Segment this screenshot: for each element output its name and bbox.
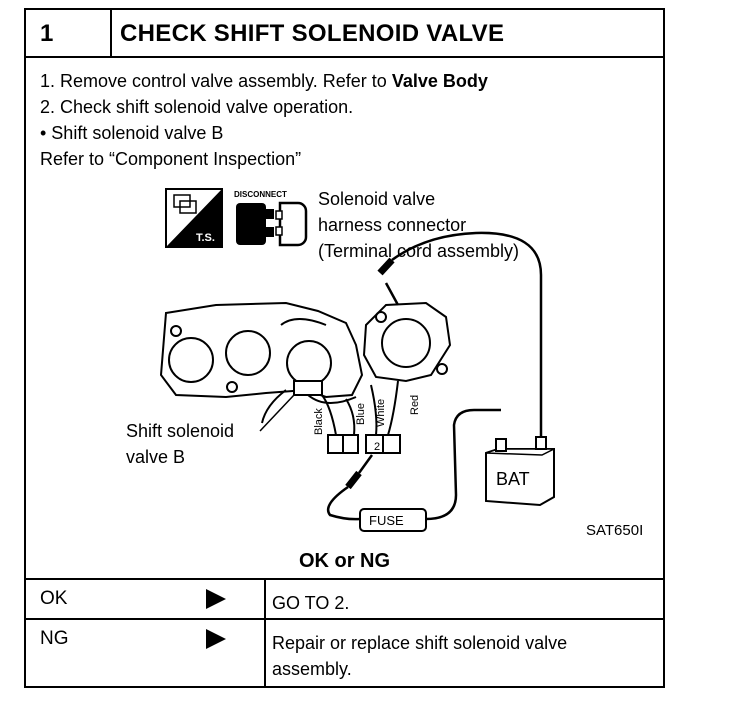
svg-text:T.S.: T.S. bbox=[196, 232, 215, 244]
svg-text:FUSE: FUSE bbox=[369, 513, 404, 528]
column-divider bbox=[264, 620, 266, 688]
instruction-4: Refer to “Component Inspection” bbox=[40, 149, 302, 169]
harness-connector bbox=[321, 380, 401, 454]
wire-label-white: White bbox=[375, 399, 387, 427]
result-row-ng: NG Repair or replace shift solenoid valv… bbox=[26, 620, 663, 688]
instruction-2: 2. Check shift solenoid valve operation. bbox=[40, 97, 354, 117]
wire-label-red: Red bbox=[409, 395, 421, 415]
arrow-right-icon bbox=[206, 629, 226, 649]
step-number: 1 bbox=[26, 10, 112, 56]
column-divider bbox=[264, 580, 266, 618]
valve-leader-line bbox=[259, 394, 295, 432]
test-leads bbox=[326, 231, 543, 521]
svg-text:BAT: BAT bbox=[496, 469, 530, 489]
svg-text:DISCONNECT: DISCONNECT bbox=[234, 190, 287, 199]
terminal-number: 2 bbox=[374, 441, 380, 453]
result-question: OK or NG bbox=[298, 550, 391, 572]
result-label-ng: NG bbox=[40, 628, 69, 649]
result-table: OK GO TO 2. NG Repair or replace shift s… bbox=[26, 578, 663, 688]
procedure-frame: 1 CHECK SHIFT SOLENOID VALVE 1. Remove c… bbox=[24, 8, 665, 688]
step-title: CHECK SHIFT SOLENOID VALVE bbox=[120, 20, 505, 47]
arrow-right-icon bbox=[206, 589, 226, 609]
valve-label-1: Shift solenoid bbox=[126, 421, 234, 441]
valve-body-plate bbox=[159, 301, 452, 399]
result-action-ng: Repair or replace shift solenoid valve a… bbox=[272, 633, 568, 679]
fuse-icon: FUSE bbox=[359, 508, 427, 532]
step-header: 1 CHECK SHIFT SOLENOID VALVE bbox=[26, 10, 663, 58]
wire-label-black: Black bbox=[313, 408, 325, 435]
connector-caption-3: (Terminal cord assembly) bbox=[318, 241, 519, 261]
instruction-3: • Shift solenoid valve B bbox=[40, 123, 224, 143]
figure-code: SAT650I bbox=[586, 522, 643, 539]
connector-caption-1: Solenoid valve bbox=[318, 189, 435, 209]
valve-label-2: valve B bbox=[126, 447, 185, 467]
result-row-ok: OK GO TO 2. bbox=[26, 580, 663, 620]
valve-body-ref: Valve Body bbox=[391, 71, 488, 91]
result-label-ok: OK bbox=[40, 588, 68, 609]
solenoid-test-diagram: T.S. DISCONNECT Solenoid valve harness c… bbox=[126, 188, 643, 539]
battery-icon: BAT bbox=[485, 436, 555, 507]
instruction-1: 1. Remove control valve assembly. Refer … bbox=[40, 71, 488, 91]
disconnect-connector-icon: DISCONNECT bbox=[234, 190, 308, 247]
result-action-ok: GO TO 2. bbox=[272, 593, 350, 613]
wire-label-blue: Blue bbox=[355, 403, 367, 425]
connector-caption-2: harness connector bbox=[318, 215, 466, 235]
shift-solenoid-b bbox=[261, 318, 357, 424]
tool-service-icon: T.S. bbox=[165, 188, 223, 248]
instruction-list: 1. Remove control valve assembly. Refer … bbox=[40, 68, 488, 172]
